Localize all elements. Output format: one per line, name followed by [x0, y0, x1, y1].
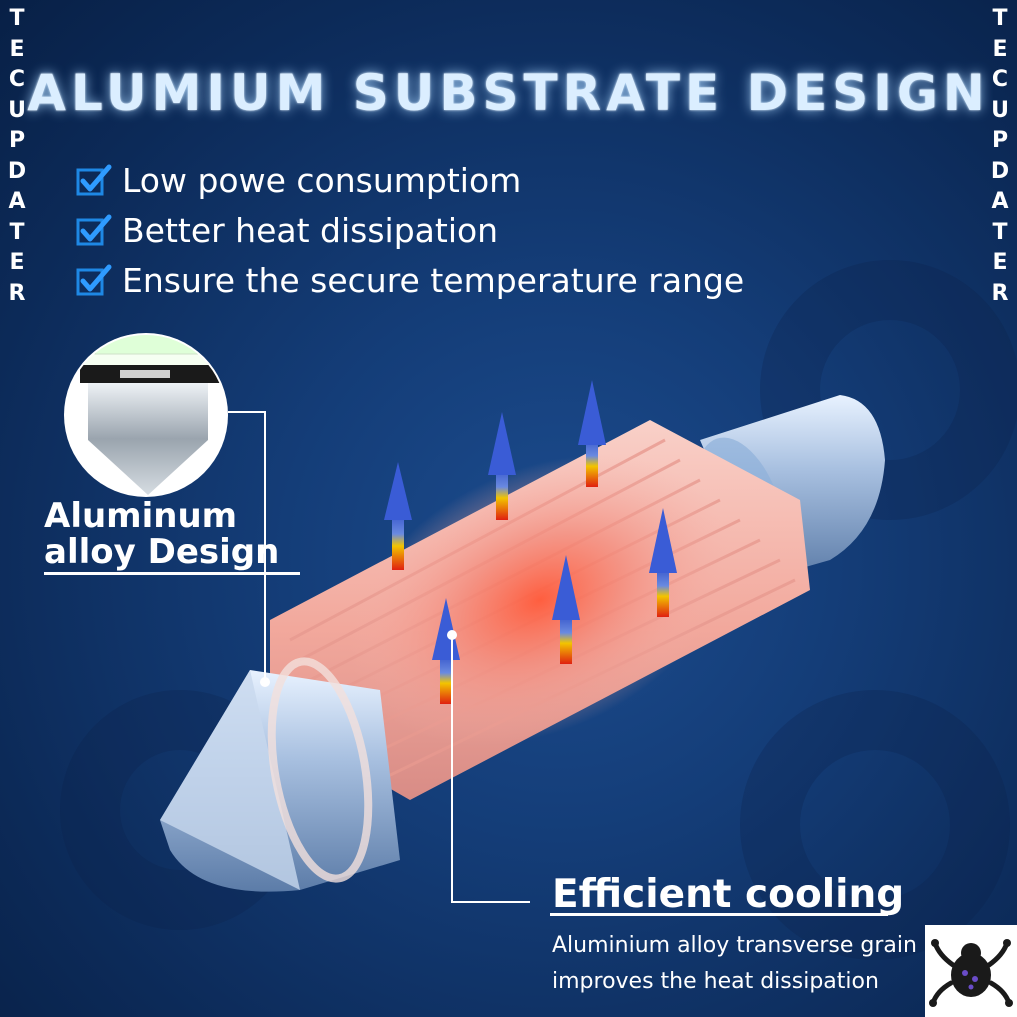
heat-arrow-icon — [488, 412, 516, 520]
cooling-desc-line1: Aluminium alloy transverse grain — [552, 933, 917, 958]
brand-letter: C — [8, 67, 26, 92]
leader-dot — [447, 630, 457, 640]
brand-letter: E — [992, 36, 1008, 62]
brand-letter: D — [990, 158, 1010, 184]
brand-letter: E — [9, 250, 25, 275]
brand-letter: T — [9, 219, 25, 245]
brand-letter: E — [992, 250, 1008, 275]
feature-text: Better heat dissipation — [122, 210, 499, 250]
heat-arrow-icon — [552, 555, 580, 664]
brand-letter: T — [992, 219, 1008, 245]
brand-letter: P — [991, 128, 1009, 153]
frog-logo-icon — [925, 925, 1017, 1017]
brand-letter: T — [992, 6, 1008, 31]
left-end-cap — [160, 657, 400, 892]
brand-letter: E — [9, 36, 25, 62]
heat-arrow-icon — [649, 508, 677, 617]
leader-dot — [260, 677, 270, 687]
leader-lines — [228, 411, 530, 903]
feature-text: Ensure the secure temperature range — [122, 260, 745, 300]
efficient-cooling-description: Aluminium alloy transverse grain improve… — [552, 928, 917, 1000]
page-title: ALUMIUM SUBSTRATE DESIGN — [27, 64, 990, 122]
brand-letter: R — [991, 280, 1009, 306]
feature-item: Ensure the secure temperature range — [76, 255, 744, 305]
feature-item: Low powe consumptiom — [76, 155, 744, 205]
brand-letter: P — [8, 128, 26, 153]
heat-arrow-icon — [578, 380, 606, 487]
feature-text: Low powe consumptiom — [122, 160, 522, 200]
alloy-label-line2: alloy Design — [44, 532, 280, 572]
brand-letter: A — [8, 189, 26, 214]
label-underline — [44, 572, 300, 575]
aluminum-alloy-inset — [64, 333, 228, 497]
alloy-label-line1: Aluminum — [44, 496, 238, 536]
feature-item: Better heat dissipation — [76, 205, 744, 255]
efficient-cooling-title: Efficient cooling — [552, 872, 905, 917]
cooling-desc-line2: improves the heat dissipation — [552, 969, 879, 994]
brand-letter: C — [991, 67, 1009, 92]
check-icon — [76, 164, 112, 196]
check-icon — [76, 264, 112, 296]
label-underline — [550, 913, 888, 916]
feature-list: Low powe consumptiom Better heat dissipa… — [76, 155, 744, 305]
brand-letter: A — [991, 189, 1009, 214]
brand-letter: T — [9, 6, 25, 31]
brand-letter: U — [991, 97, 1009, 123]
heat-arrow-icon — [384, 462, 412, 570]
check-icon — [76, 214, 112, 246]
brand-letter: R — [8, 280, 26, 306]
aluminum-alloy-label: Aluminum alloy Design — [44, 498, 279, 570]
brand-letter: U — [8, 97, 26, 123]
brand-letter: D — [7, 158, 27, 184]
